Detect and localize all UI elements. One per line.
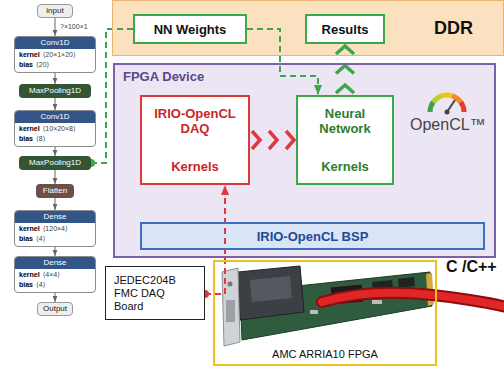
layer-link xyxy=(55,18,56,36)
label-anchor: C /C++ xyxy=(446,258,497,276)
layer-link xyxy=(55,98,56,110)
daq-board-box: JEDEC204B FMC DAQ Board xyxy=(105,266,205,320)
fmc-connector xyxy=(250,276,292,302)
attribute-name: bias xyxy=(19,134,33,144)
layer-name: Conv1D xyxy=(15,111,95,123)
attribute-name: kernel xyxy=(19,270,40,280)
layer-name: Dense xyxy=(15,257,95,269)
label-anchor: OpenCL™ xyxy=(410,116,486,134)
attribute-shape: ⟨4×4⟩ xyxy=(43,270,60,280)
attribute-row: kernel⟨20×1×20⟩ xyxy=(15,50,95,60)
layer-box: Densekernel⟨120×4⟩bias⟨4⟩ xyxy=(14,210,96,247)
attribute-row: kernel⟨4×4⟩ xyxy=(15,270,95,280)
layer-name: MaxPooling1D xyxy=(29,158,81,168)
fmc-card xyxy=(238,266,304,320)
panel-handle xyxy=(226,300,235,322)
box-label: Results xyxy=(322,22,369,37)
attribute-shape: ⟨4⟩ xyxy=(36,280,45,290)
layer-link xyxy=(55,170,56,184)
gauge-arc xyxy=(442,92,453,98)
component xyxy=(310,310,318,314)
io-name: Output xyxy=(43,304,67,314)
attribute-row: bias⟨4⟩ xyxy=(15,234,95,244)
component xyxy=(372,300,382,304)
layer-box: Conv1Dkernel⟨20×1×20⟩bias⟨20⟩ xyxy=(14,36,96,73)
attribute-row: kernel⟨120×4⟩ xyxy=(15,224,95,234)
cable-outline xyxy=(322,293,504,307)
box-label: AMC ARRIA10 FPGA xyxy=(272,348,378,361)
box-label: NN Weights xyxy=(154,22,227,37)
layer-box: MaxPooling1D xyxy=(19,156,91,170)
layer-link xyxy=(55,73,56,84)
band-title: FPGA Device xyxy=(123,69,486,85)
layer-box: Densekernel⟨4×4⟩bias⟨4⟩ xyxy=(14,256,96,293)
ddr-fill xyxy=(112,0,504,56)
layer-name: MaxPooling1D xyxy=(29,86,81,96)
io-box: Output xyxy=(37,302,73,316)
layer-name: Conv1D xyxy=(15,37,95,49)
chip xyxy=(398,277,415,288)
layer-box: Conv1Dkernel⟨10×20×8⟩bias⟨8⟩ xyxy=(14,110,96,147)
bsp-band: IRIO-OpenCL BSP xyxy=(140,222,485,250)
memory-box: Results xyxy=(305,14,385,44)
kernel-label: IRIO-OpenCL DAQ xyxy=(148,106,242,136)
bsp-fill xyxy=(140,222,485,250)
layer-box: Flatten xyxy=(36,184,74,198)
band-title: DDR xyxy=(434,18,473,39)
dashed-link xyxy=(205,185,225,294)
io-name: input xyxy=(46,6,63,16)
attribute-name: kernel xyxy=(19,224,40,234)
layer-link xyxy=(55,247,56,256)
layer-box: MaxPooling1D xyxy=(19,84,91,98)
gauge-arc xyxy=(430,102,433,112)
kernel-label: Kernels xyxy=(321,159,369,174)
kernel-label: Kernels xyxy=(171,159,219,174)
layer-link xyxy=(55,198,56,210)
layer-link xyxy=(55,147,56,156)
fpga-fill xyxy=(113,63,496,258)
logo-text: OpenCL™ xyxy=(410,116,486,134)
attribute-name: bias xyxy=(19,234,33,244)
layer-name: Dense xyxy=(15,211,95,223)
attribute-name: bias xyxy=(19,60,33,70)
attribute-shape: ⟨10×20×8⟩ xyxy=(43,124,76,134)
attribute-row: bias⟨8⟩ xyxy=(15,134,95,144)
gauge-hub xyxy=(445,110,450,115)
attribute-shape: ⟨20⟩ xyxy=(36,60,49,70)
edge-label-anchor: ?×100×1 xyxy=(59,22,89,31)
attribute-row: bias⟨4⟩ xyxy=(15,280,95,290)
chevron-arrow xyxy=(252,131,294,149)
host-cable xyxy=(322,293,504,307)
hardware-box: AMC ARRIA10 FPGA xyxy=(213,260,437,366)
layer-link xyxy=(55,293,56,302)
device-band: FPGA DeviceIRIO-OpenCL DAQKernelsNeural … xyxy=(113,63,496,258)
tensor-shape: ?×100×1 xyxy=(59,22,89,31)
box-label: IRIO-OpenCL BSP xyxy=(257,229,369,244)
chevron-arrow xyxy=(336,46,354,93)
gauge-arc xyxy=(461,102,464,112)
memory-box: NN Weights xyxy=(133,14,247,44)
attribute-row: kernel⟨10×20×8⟩ xyxy=(15,124,95,134)
attribute-shape: ⟨20×1×20⟩ xyxy=(43,50,76,60)
io-box: input xyxy=(37,4,73,18)
kernel-box: Neural NetworkKernels xyxy=(296,95,394,185)
kernel-box: IRIO-OpenCL DAQ Kernels xyxy=(140,95,250,185)
layer-name: Flatten xyxy=(43,186,67,196)
attribute-row: bias⟨20⟩ xyxy=(15,60,95,70)
cable xyxy=(322,293,504,307)
attribute-name: kernel xyxy=(19,50,40,60)
opencl-gauge xyxy=(430,95,464,115)
attribute-name: bias xyxy=(19,280,33,290)
memory-band: DDR NN Weights Results xyxy=(112,0,504,56)
gauge-arc xyxy=(433,96,442,102)
attribute-shape: ⟨8⟩ xyxy=(36,134,45,144)
attribute-shape: ⟨4⟩ xyxy=(36,234,45,244)
attribute-shape: ⟨120×4⟩ xyxy=(43,224,68,234)
panel-screw xyxy=(228,282,233,287)
language-label: C /C++ xyxy=(446,258,497,276)
box-label: JEDEC204B FMC DAQ Board xyxy=(114,274,180,313)
kernel-label: Neural Network xyxy=(302,106,388,136)
attribute-name: kernel xyxy=(19,124,40,134)
